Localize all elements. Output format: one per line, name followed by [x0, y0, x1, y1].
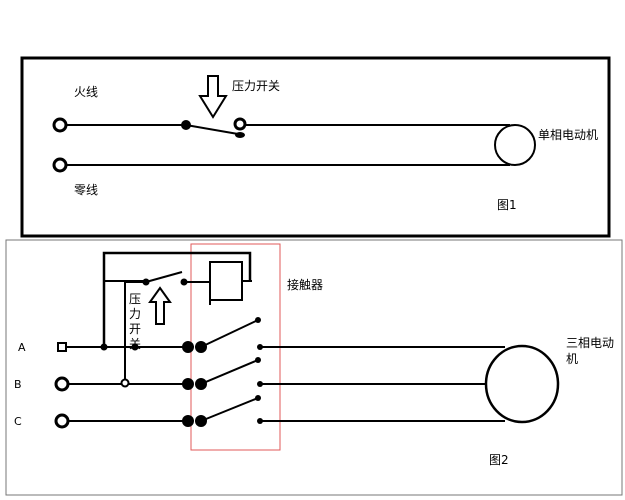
figure-1-caption: 图1: [497, 198, 517, 212]
phase-c-terminal: [54, 413, 70, 429]
figure-2-frame: [5, 239, 623, 496]
pressure-arrow-up-icon: [148, 286, 172, 325]
motor-label: 单相电动机: [538, 128, 598, 142]
contactor-label: 接触器: [287, 277, 323, 292]
neutral-wire-label: 零线: [74, 183, 98, 197]
single-phase-motor: [494, 124, 536, 166]
switch-contact-right: [233, 117, 247, 131]
phase-b-contact-1: [182, 378, 194, 390]
figure-1-frame: [20, 56, 611, 238]
switch-contact-bottom: [235, 132, 245, 138]
phase-b-label: B: [14, 378, 22, 391]
figure-2-caption: 图2: [489, 453, 509, 467]
phase-a-contact-tip: [255, 317, 261, 323]
pressure-switch-label: 压力开关: [232, 79, 280, 93]
figure-1-single-phase: 火线 零线 压力开关 单相电动机 图1: [20, 56, 611, 238]
figure-2-three-phase: A B C 压 力 开 关 接触器 三相电动 机 图2: [5, 239, 623, 496]
phase-c-label: C: [14, 415, 22, 428]
pressure-arrow-down-icon: [198, 75, 228, 119]
phase-c-contact-tip: [255, 395, 261, 401]
control-wire-b: [124, 281, 145, 383]
neutral-terminal: [52, 157, 68, 173]
pressure-switch-char-4: 关: [129, 337, 141, 351]
live-wire-label: 火线: [74, 85, 98, 99]
phase-b-terminal: [54, 376, 70, 392]
phase-a-contact-1: [182, 341, 194, 353]
phase-a-main-contact: [200, 319, 259, 348]
live-terminal: [52, 117, 68, 133]
pressure-switch-char-2: 力: [129, 307, 141, 321]
control-wire-loop: [102, 251, 252, 347]
phase-c-main-contact: [200, 397, 259, 422]
phase-a-junction-2: [131, 343, 139, 351]
contactor-coil: [209, 261, 243, 301]
pressure-switch-blade: [185, 124, 239, 135]
phase-a-terminal: [57, 342, 67, 352]
phase-b-junction: [120, 378, 130, 388]
phase-b-contact-tip: [255, 357, 261, 363]
phase-c-contact-1: [182, 415, 194, 427]
pressure-switch-contact-right: [180, 278, 188, 286]
phase-b-main-contact: [200, 359, 259, 385]
phase-a-junction: [100, 343, 108, 351]
motor-label-line-1: 三相电动: [566, 336, 614, 350]
phase-a-label: A: [18, 341, 26, 354]
pressure-switch-char-1: 压: [129, 292, 141, 306]
pressure-switch-char-3: 开: [129, 322, 141, 336]
three-phase-motor: [484, 344, 560, 424]
motor-label-line-2: 机: [566, 352, 578, 366]
pressure-switch-blade-2: [145, 271, 183, 283]
